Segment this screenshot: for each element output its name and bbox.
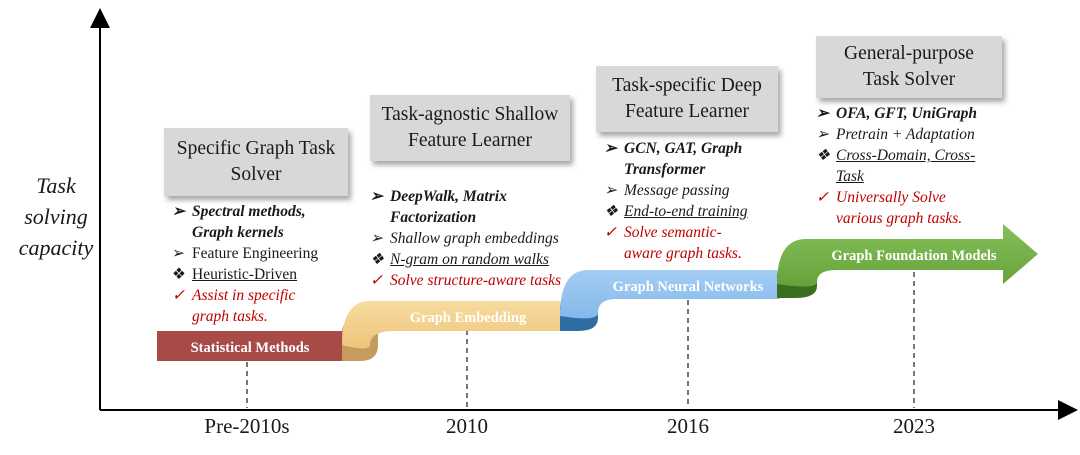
diamond-bullet-icon: ❖ <box>172 266 186 283</box>
era-title-line: Specific Graph Task <box>176 138 336 159</box>
x-tick-2016: 2016 <box>667 414 709 438</box>
era-title-box: Task-specific Deep Feature Learner <box>596 66 778 132</box>
era-title-line: Feature Learner <box>408 130 532 151</box>
feature-text: various graph tasks. <box>836 210 963 227</box>
feature-text: GCN, GAT, Graph <box>624 140 743 157</box>
check-icon: ✓ <box>172 287 185 304</box>
era-title-line: Solver <box>230 164 282 185</box>
feature-text: Feature Engineering <box>192 245 319 262</box>
x-tick-pre2010s: Pre-2010s <box>204 414 290 438</box>
arrow-bullet-icon: ➢ <box>816 105 829 122</box>
feature-text: End-to-end training <box>624 203 748 220</box>
era-title-line: Task Solver <box>862 69 956 90</box>
arrow-bullet-icon: ➢ <box>370 230 383 247</box>
x-tick-2023: 2023 <box>893 414 935 438</box>
era-title-line: General-purpose <box>844 43 974 64</box>
x-tick-2010: 2010 <box>446 414 488 438</box>
era-title-box: Task-agnostic Shallow Feature Learner <box>370 95 570 161</box>
stage-ribbon-graph-embedding <box>342 301 562 349</box>
feature-text: Factorization <box>390 209 477 226</box>
feature-text: Universally Solve <box>836 189 946 206</box>
feature-text: DeepWalk, Matrix <box>390 188 507 205</box>
check-icon: ✓ <box>816 189 829 206</box>
diamond-bullet-icon: ❖ <box>370 251 384 268</box>
stage-label-gfm: Graph Foundation Models <box>831 248 997 264</box>
feature-text: Heuristic-Driven <box>192 266 298 283</box>
stage-ribbon-gnn <box>560 270 780 319</box>
feature-text: Message passing <box>624 182 730 199</box>
y-axis-label-line: solving <box>24 204 88 229</box>
y-axis-label-line: Task <box>36 173 76 198</box>
era-title-box: General-purpose Task Solver <box>816 36 1002 98</box>
arrow-bullet-icon: ➢ <box>370 188 383 205</box>
feature-text: Pretrain + Adaptation <box>836 126 975 143</box>
y-axis-label: Task solving capacity <box>12 170 100 263</box>
stage-ribbon-statistical <box>157 331 345 361</box>
feature-text: Transformer <box>624 161 706 178</box>
era-title-line: Feature Learner <box>625 101 749 122</box>
arrow-bullet-icon: ➢ <box>172 203 185 220</box>
feature-text: Solve structure-aware tasks <box>390 272 562 289</box>
feature-text: Solve semantic- <box>624 224 722 241</box>
era-title-line: Task-specific Deep <box>612 75 762 96</box>
feature-text: Spectral methods, <box>192 203 306 220</box>
diamond-bullet-icon: ❖ <box>604 203 618 220</box>
stage-label-statistical: Statistical Methods <box>191 340 310 356</box>
feature-text: graph tasks. <box>192 308 268 325</box>
feature-text: Task <box>836 168 864 185</box>
feature-text: aware graph tasks. <box>624 245 742 262</box>
arrow-bullet-icon: ➢ <box>172 245 185 262</box>
diamond-bullet-icon: ❖ <box>816 147 830 164</box>
era-feature-list: ➢ Spectral methods, Graph kernels ➢ Feature… <box>172 201 350 327</box>
check-icon: ✓ <box>370 272 383 289</box>
era-title-line: Task-agnostic Shallow <box>381 104 559 125</box>
feature-text: OFA, GFT, UniGraph <box>836 105 977 122</box>
arrow-bullet-icon: ➢ <box>604 140 617 157</box>
arrow-bullet-icon: ➢ <box>816 126 829 143</box>
era-feature-list: ➢ OFA, GFT, UniGraph ➢ Pretrain + Adaptati… <box>816 103 1012 229</box>
feature-text: Assist in specific <box>192 287 296 304</box>
stage-arrow-gfm <box>777 224 1038 287</box>
stage-label-gnn: Graph Neural Networks <box>613 279 764 295</box>
feature-text: N-gram on random walks <box>390 251 549 268</box>
feature-text: Shallow graph embeddings <box>390 230 559 247</box>
era-title-box: Specific Graph Task Solver <box>164 128 348 196</box>
arrow-bullet-icon: ➢ <box>604 182 617 199</box>
feature-text: Graph kernels <box>192 224 284 241</box>
check-icon: ✓ <box>604 224 617 241</box>
feature-text: Cross-Domain, Cross- <box>836 147 976 164</box>
stage-label-graph-embedding: Graph Embedding <box>410 310 527 326</box>
y-axis-label-line: capacity <box>18 235 94 260</box>
